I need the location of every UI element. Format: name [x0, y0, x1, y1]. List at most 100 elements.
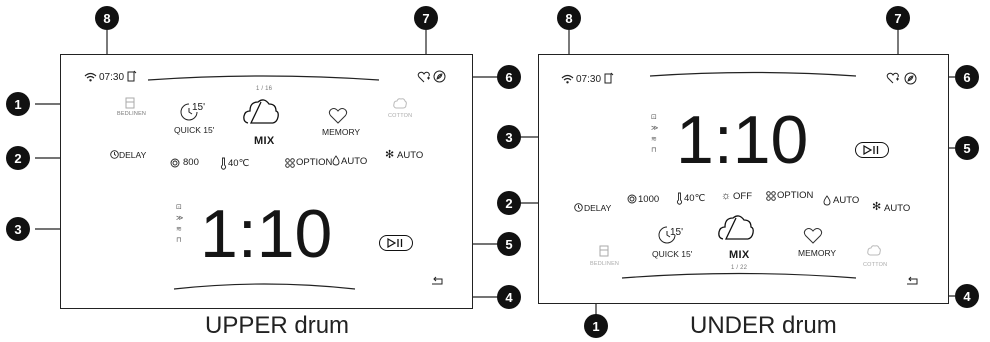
steam-icon: ≋	[176, 226, 182, 233]
marker-8-under: 8	[557, 6, 581, 30]
quick-badge: 15'	[670, 227, 684, 238]
status-time: 07:30	[99, 72, 125, 83]
prewash-icon: ⊡	[176, 204, 182, 211]
softener-label[interactable]: AUTO	[884, 203, 911, 214]
memory-heart-icon[interactable]	[328, 107, 348, 125]
program-cotton[interactable]: COTTON	[863, 262, 888, 268]
program-quick[interactable]: QUICK 15'	[652, 249, 693, 259]
program-mix[interactable]: MIX	[729, 249, 750, 261]
rinse-icon: ≫	[176, 215, 184, 222]
mix-cloud-icon[interactable]	[242, 96, 280, 128]
prewash-icon: ⊡	[651, 114, 657, 121]
marker-6-upper: 6	[497, 65, 521, 89]
eco-leaf-icon[interactable]	[433, 70, 446, 83]
softener-snowflake-icon[interactable]: ✻	[385, 149, 395, 161]
option-icon[interactable]	[285, 158, 295, 168]
dry-sun-icon[interactable]: ☼	[721, 190, 732, 202]
top-swipe-bar[interactable]	[648, 66, 858, 78]
favorite-add-icon[interactable]	[417, 71, 431, 83]
remaining-time: 1:10	[676, 102, 809, 178]
marker-7-upper: 7	[414, 6, 438, 30]
detergent-drop-icon[interactable]	[823, 195, 831, 206]
spin-value[interactable]: 1000	[638, 194, 660, 205]
delay-label[interactable]: DELAY	[119, 150, 147, 160]
marker-1-upper: 1	[6, 92, 30, 116]
marker-2-under: 2	[497, 191, 521, 215]
eco-leaf-icon[interactable]	[904, 72, 917, 85]
program-memory[interactable]: MEMORY	[798, 248, 837, 258]
cotton-icon[interactable]	[393, 97, 407, 110]
softener-label[interactable]: AUTO	[397, 150, 424, 161]
bedlinen-icon[interactable]	[598, 245, 610, 257]
program-bedlinen[interactable]: BEDLINEN	[117, 111, 147, 117]
marker-8-upper: 8	[95, 6, 119, 30]
rinse-icon: ≫	[651, 125, 659, 132]
marker-4-under: 4	[955, 284, 979, 308]
upper-drum-screen	[60, 54, 473, 309]
quick-badge: 15'	[192, 102, 206, 113]
status-icons-column: ⊡ ≫ ≋ ⊓	[651, 113, 661, 158]
quick-timer-icon[interactable]	[178, 101, 200, 123]
delay-label[interactable]: DELAY	[584, 203, 612, 213]
under-drum-caption: UNDER drum	[690, 312, 837, 339]
program-bedlinen[interactable]: BEDLINEN	[590, 261, 620, 267]
steam-icon: ≋	[651, 136, 657, 143]
dry-value[interactable]: OFF	[733, 191, 752, 202]
status-icons-column: ⊡ ≫ ≋ ⊓	[176, 203, 186, 248]
program-mix[interactable]: MIX	[254, 135, 275, 147]
detergent-drop-icon[interactable]	[332, 155, 340, 166]
play-pause-icon	[863, 145, 879, 155]
marker-5-upper: 5	[497, 232, 521, 256]
detergent-label[interactable]: AUTO	[341, 156, 368, 167]
lock-icon: ⊓	[651, 147, 657, 154]
detergent-label[interactable]: AUTO	[833, 195, 860, 206]
program-memory[interactable]: MEMORY	[322, 127, 361, 137]
option-icon[interactable]	[766, 191, 776, 201]
softener-snowflake-icon[interactable]: ✻	[872, 201, 882, 213]
delay-clock-icon[interactable]	[574, 203, 583, 212]
start-pause-button[interactable]	[379, 235, 413, 251]
remote-control-icon	[604, 72, 614, 84]
upper-drum-caption: UPPER drum	[205, 312, 350, 339]
quick-timer-icon[interactable]	[656, 224, 678, 246]
spin-icon[interactable]	[170, 158, 180, 168]
option-label[interactable]: OPTION	[296, 157, 333, 168]
back-arrow-icon[interactable]	[431, 275, 444, 286]
marker-3-upper: 3	[6, 217, 30, 241]
temperature-icon[interactable]	[220, 157, 227, 170]
temperature-icon[interactable]	[676, 192, 683, 205]
program-cotton[interactable]: COTTON	[388, 113, 413, 119]
cotton-icon[interactable]	[867, 244, 881, 257]
marker-6-under: 6	[955, 65, 979, 89]
page-indicator: 1 / 16	[256, 86, 273, 92]
wifi-icon	[84, 72, 97, 82]
remote-control-icon	[127, 70, 137, 82]
under-drum-screen	[538, 54, 949, 304]
spin-icon[interactable]	[627, 194, 637, 204]
lock-icon: ⊓	[176, 237, 182, 244]
marker-2-upper: 2	[6, 146, 30, 170]
marker-7-under: 7	[886, 6, 910, 30]
marker-4-upper: 4	[497, 285, 521, 309]
play-pause-icon	[387, 238, 403, 248]
top-swipe-bar[interactable]	[146, 70, 381, 82]
marker-5-under: 5	[955, 136, 979, 160]
delay-clock-icon[interactable]	[110, 150, 119, 159]
program-quick[interactable]: QUICK 15'	[174, 125, 215, 135]
start-pause-button[interactable]	[855, 142, 889, 158]
bottom-swipe-bar[interactable]	[620, 268, 858, 280]
favorite-add-icon[interactable]	[886, 72, 900, 84]
mix-cloud-icon[interactable]	[717, 212, 755, 244]
option-label[interactable]: OPTION	[777, 190, 814, 201]
temperature-value[interactable]: 40℃	[228, 158, 250, 169]
back-arrow-icon[interactable]	[906, 275, 919, 286]
spin-value[interactable]: 800	[183, 157, 199, 168]
marker-1-under: 1	[584, 314, 608, 338]
bottom-swipe-bar[interactable]	[172, 279, 357, 291]
temperature-value[interactable]: 40℃	[684, 193, 706, 204]
memory-heart-icon[interactable]	[803, 227, 823, 245]
status-time: 07:30	[576, 74, 602, 85]
remaining-time: 1:10	[200, 196, 333, 272]
bedlinen-icon[interactable]	[124, 97, 136, 109]
wifi-icon	[561, 74, 574, 84]
